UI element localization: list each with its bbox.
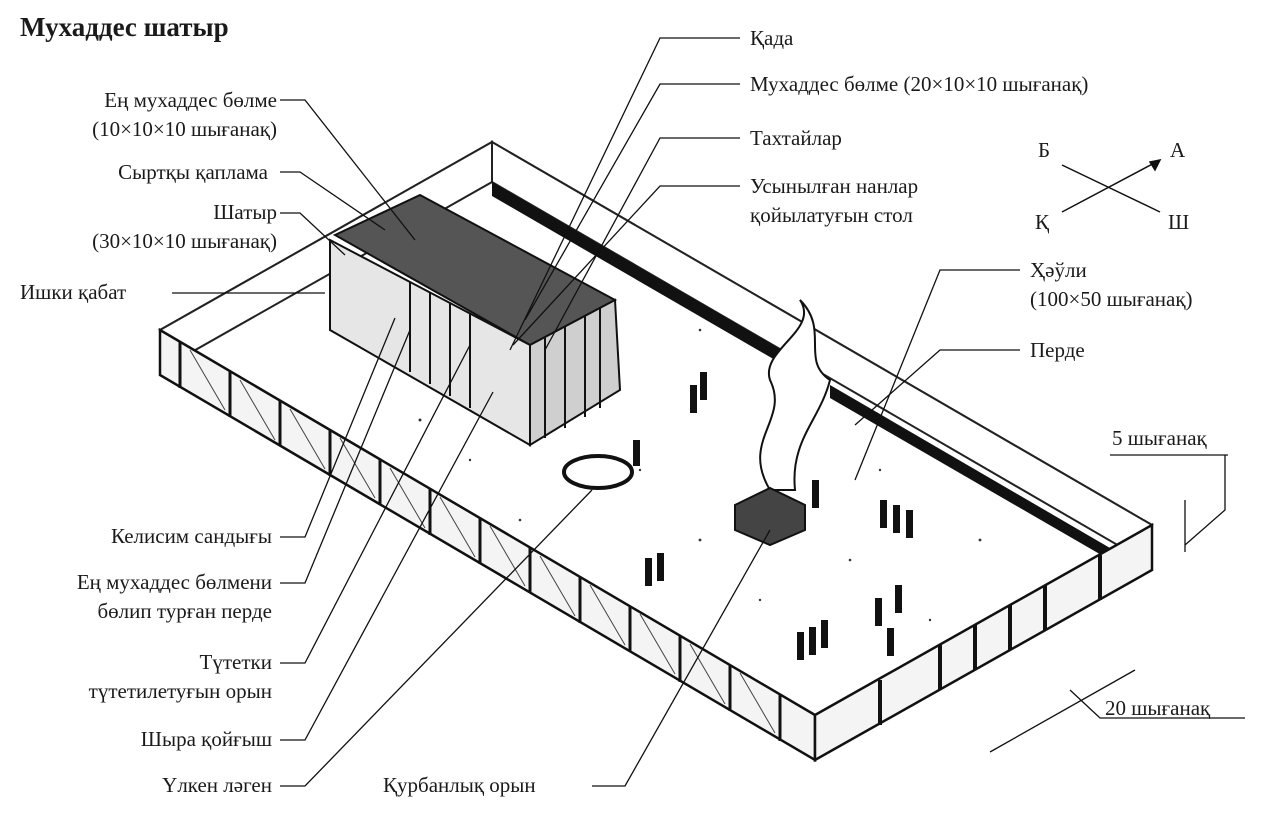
label-boards: Тахтайлар — [750, 126, 842, 150]
page-title: Мухаддес шатыр — [20, 12, 229, 42]
bronze-altar — [734, 486, 806, 547]
altar-smoke — [759, 299, 832, 491]
label-height-5: 5 шығанақ — [1112, 426, 1207, 450]
label-socket: Қада — [750, 26, 794, 50]
label-holy-place: Мухаддес бөлме (20×10×10 шығанақ) — [750, 72, 1089, 96]
label-ark: Келисим сандығы — [111, 524, 272, 548]
gate-posts — [878, 555, 1102, 725]
label-outer-cover: Сыртқы қаплама — [118, 160, 268, 184]
leader-courtyard — [854, 269, 1020, 481]
label-veil: Ең мухаддес бөлмени бөлип турған перде — [76, 570, 272, 623]
leader-holy-place — [524, 83, 740, 321]
dim-height-5 — [1184, 455, 1226, 546]
label-courtyard: Ҳәўли (100×50 шығанақ) — [1030, 258, 1193, 311]
laver — [562, 454, 634, 490]
leader-lampstand — [280, 391, 494, 741]
label-incense-altar: Түтетки түтетилетуғын орын — [88, 650, 272, 703]
leader-altar — [592, 529, 771, 787]
label-width-20: 20 шығанақ — [1105, 696, 1211, 720]
leader-curtain — [854, 349, 1020, 426]
compass-east: Ш — [1168, 210, 1190, 234]
label-tent: Шатыр (30×10×10 шығанақ) — [92, 200, 277, 253]
label-laver: Үлкен ләген — [162, 773, 272, 797]
leader-veil — [280, 329, 411, 584]
east-wall-shadow — [492, 182, 820, 386]
leader-showbread — [512, 185, 740, 346]
tent-boards — [409, 282, 601, 438]
compass-arrows — [1061, 158, 1162, 213]
leader-lines — [172, 37, 1245, 787]
leader-boards — [544, 137, 740, 351]
label-curtain: Перде — [1030, 338, 1085, 362]
label-showbread-table: Усынылған нанлар қойылатуғын стол — [750, 174, 919, 227]
compass-north: А — [1170, 138, 1186, 162]
leader-holy-of-holies — [280, 99, 416, 241]
people — [633, 372, 913, 660]
label-inner-layer: Ишки қабат — [20, 280, 127, 304]
front-wall-south — [813, 522, 1154, 763]
leader-outer-cover — [280, 171, 386, 231]
leader-tent — [280, 212, 346, 256]
label-lampstand: Шыра қойғыш — [140, 727, 272, 751]
leader-ark — [280, 317, 396, 538]
dim-width-arrow — [989, 669, 1136, 753]
leader-incense — [280, 344, 471, 664]
label-altar: Қурбанлық орын — [383, 773, 536, 797]
leader-socket — [509, 37, 740, 351]
label-holy-of-holies: Ең мухаддес бөлме (10×10×10 шығанақ) — [92, 88, 277, 141]
front-wall-hatch — [189, 349, 776, 734]
leader-laver — [280, 489, 593, 787]
compass-west: Б — [1038, 138, 1051, 162]
dim-width-20 — [1069, 689, 1245, 719]
front-wall-posts — [178, 342, 782, 741]
compass-south: Қ — [1035, 210, 1050, 234]
east-wall-shadow-2 — [830, 385, 1110, 560]
